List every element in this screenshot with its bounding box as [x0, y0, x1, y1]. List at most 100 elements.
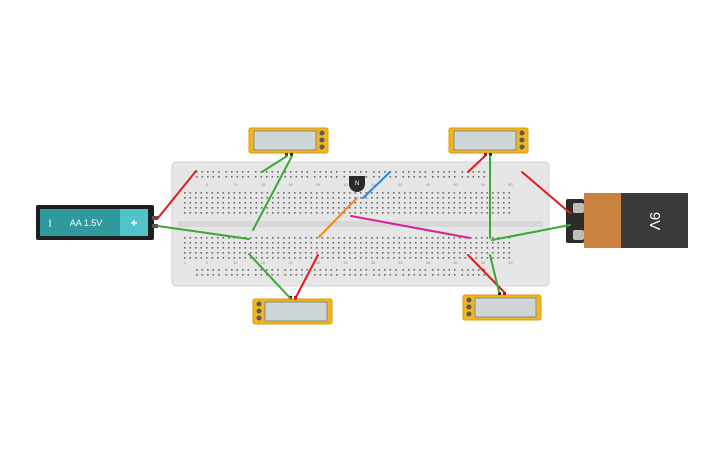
breadboard-hole[interactable] — [448, 257, 450, 259]
breadboard-hole[interactable] — [290, 176, 292, 178]
breadboard-hole[interactable] — [442, 192, 445, 194]
breadboard-hole[interactable] — [376, 247, 379, 249]
breadboard-hole[interactable] — [244, 257, 247, 259]
breadboard-hole[interactable] — [483, 176, 486, 178]
breadboard-hole[interactable] — [382, 212, 384, 214]
breadboard-hole[interactable] — [314, 269, 316, 271]
breadboard-hole[interactable] — [492, 252, 494, 254]
breadboard-hole[interactable] — [211, 192, 214, 194]
breadboard-hole[interactable] — [382, 252, 384, 254]
breadboard-hole[interactable] — [255, 212, 258, 214]
breadboard-hole[interactable] — [195, 252, 197, 254]
breadboard-hole[interactable] — [277, 207, 280, 209]
aa-battery-terminal-pos[interactable] — [152, 224, 158, 228]
breadboard-hole[interactable] — [402, 269, 405, 271]
breadboard-hole[interactable] — [327, 197, 329, 199]
breadboard-hole[interactable] — [325, 269, 327, 271]
breadboard-hole[interactable] — [503, 252, 505, 254]
breadboard-hole[interactable] — [376, 242, 379, 244]
breadboard-hole[interactable] — [431, 237, 434, 239]
breadboard-hole[interactable] — [184, 252, 186, 254]
breadboard-hole[interactable] — [316, 207, 318, 209]
breadboard-hole[interactable] — [393, 207, 395, 209]
breadboard-hole[interactable] — [426, 257, 428, 259]
breadboard-hole[interactable] — [437, 207, 439, 209]
breadboard-hole[interactable] — [382, 257, 384, 259]
breadboard-hole[interactable] — [277, 197, 280, 199]
breadboard-hole[interactable] — [277, 274, 279, 276]
breadboard-hole[interactable] — [437, 197, 439, 199]
breadboard-hole[interactable] — [343, 247, 346, 249]
breadboard-hole[interactable] — [305, 207, 307, 209]
breadboard-hole[interactable] — [272, 202, 274, 204]
breadboard-hole[interactable] — [250, 257, 252, 259]
breadboard-hole[interactable] — [239, 202, 241, 204]
breadboard-hole[interactable] — [316, 197, 318, 199]
breadboard-hole[interactable] — [327, 212, 329, 214]
breadboard-hole[interactable] — [211, 257, 214, 259]
breadboard-hole[interactable] — [360, 202, 362, 204]
breadboard-hole[interactable] — [222, 207, 225, 209]
breadboard-hole[interactable] — [508, 242, 511, 244]
breadboard-hole[interactable] — [305, 237, 307, 239]
breadboard-hole[interactable] — [448, 171, 451, 173]
breadboard-hole[interactable] — [475, 197, 478, 199]
breadboard-hole[interactable] — [354, 242, 357, 244]
breadboard-hole[interactable] — [231, 171, 233, 173]
breadboard-hole[interactable] — [492, 202, 494, 204]
breadboard-hole[interactable] — [409, 247, 412, 249]
breadboard-hole[interactable] — [332, 247, 335, 249]
breadboard-hole[interactable] — [266, 176, 268, 178]
breadboard-hole[interactable] — [486, 252, 489, 254]
breadboard-hole[interactable] — [453, 197, 456, 199]
breadboard-hole[interactable] — [376, 252, 379, 254]
breadboard-hole[interactable] — [448, 192, 450, 194]
breadboard-hole[interactable] — [478, 274, 480, 276]
breadboard-hole[interactable] — [244, 207, 247, 209]
breadboard-hole[interactable] — [475, 207, 478, 209]
breadboard-hole[interactable] — [338, 237, 340, 239]
breadboard-hole[interactable] — [266, 242, 269, 244]
breadboard-hole[interactable] — [453, 202, 456, 204]
breadboard-hole[interactable] — [360, 237, 362, 239]
breadboard-hole[interactable] — [349, 269, 351, 271]
breadboard-hole[interactable] — [349, 257, 351, 259]
breadboard-hole[interactable] — [404, 192, 406, 194]
breadboard-hole[interactable] — [189, 252, 192, 254]
breadboard-hole[interactable] — [283, 202, 285, 204]
breadboard-hole[interactable] — [244, 247, 247, 249]
breadboard-hole[interactable] — [200, 192, 203, 194]
breadboard-hole[interactable] — [371, 202, 373, 204]
breadboard-hole[interactable] — [310, 237, 313, 239]
breadboard-hole[interactable] — [472, 176, 475, 178]
breadboard-hole[interactable] — [360, 171, 362, 173]
breadboard-hole[interactable] — [283, 237, 285, 239]
breadboard-hole[interactable] — [218, 176, 220, 178]
breadboard-hole[interactable] — [420, 252, 423, 254]
breadboard-hole[interactable] — [195, 197, 197, 199]
breadboard-hole[interactable] — [378, 269, 381, 271]
breadboard-hole[interactable] — [408, 176, 410, 178]
breadboard-hole[interactable] — [448, 202, 450, 204]
breadboard-hole[interactable] — [332, 202, 335, 204]
meter-probe-red[interactable] — [285, 153, 288, 156]
breadboard-hole[interactable] — [354, 269, 357, 271]
breadboard-hole[interactable] — [255, 197, 258, 199]
breadboard-hole[interactable] — [426, 197, 428, 199]
breadboard-hole[interactable] — [316, 242, 318, 244]
breadboard-hole[interactable] — [222, 212, 225, 214]
breadboard-hole[interactable] — [261, 197, 263, 199]
breadboard-hole[interactable] — [284, 171, 287, 173]
breadboard-hole[interactable] — [382, 247, 384, 249]
breadboard-hole[interactable] — [233, 242, 236, 244]
breadboard-hole[interactable] — [419, 269, 421, 271]
breadboard-hole[interactable] — [184, 192, 186, 194]
breadboard-hole[interactable] — [426, 207, 428, 209]
breadboard-hole[interactable] — [189, 202, 192, 204]
breadboard-hole[interactable] — [222, 192, 225, 194]
breadboard-hole[interactable] — [211, 252, 214, 254]
breadboard-hole[interactable] — [272, 212, 274, 214]
breadboard-hole[interactable] — [305, 257, 307, 259]
breadboard-hole[interactable] — [432, 274, 434, 276]
breadboard-hole[interactable] — [486, 207, 489, 209]
